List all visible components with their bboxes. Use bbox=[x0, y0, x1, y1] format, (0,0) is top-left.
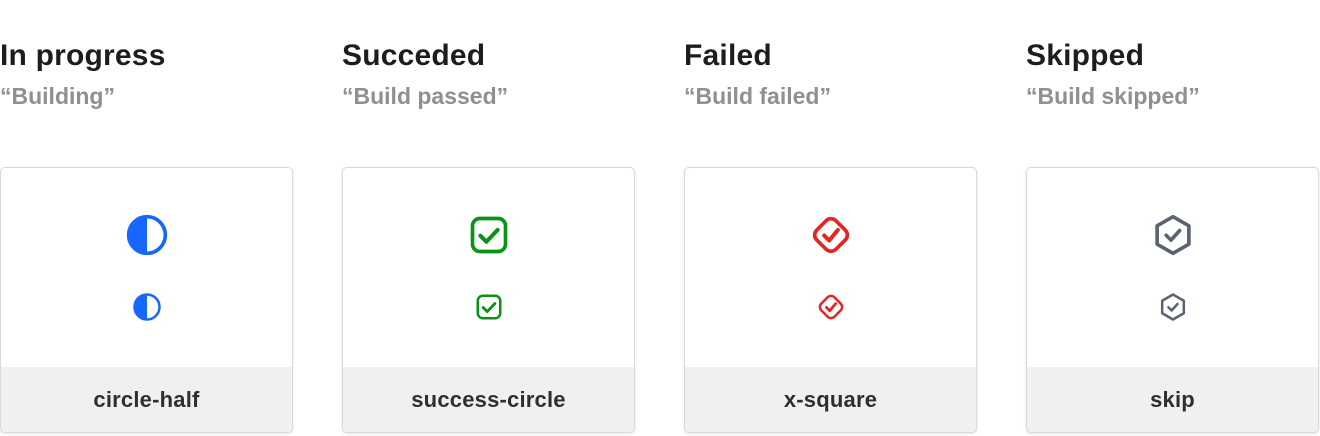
icon-name-label: skip bbox=[1027, 367, 1318, 432]
icon-name-label: circle-half bbox=[1, 367, 292, 432]
check-square-small-icon bbox=[474, 292, 504, 322]
check-hexagon-small-icon bbox=[1158, 292, 1188, 322]
column-title: Succeded bbox=[342, 39, 486, 72]
icon-card: success-circle bbox=[342, 167, 635, 433]
icon-card-body bbox=[685, 168, 976, 367]
column-title: Failed bbox=[684, 39, 772, 72]
column-title: Skipped bbox=[1026, 39, 1145, 72]
icon-card-body bbox=[343, 168, 634, 367]
column-in-progress: In progress “Building” circle-half bbox=[0, 0, 293, 433]
icon-name-label: x-square bbox=[685, 367, 976, 432]
circle-half-small-icon bbox=[132, 292, 162, 322]
column-skipped: Skipped “Build skipped” skip bbox=[1026, 0, 1319, 433]
check-square-large-icon bbox=[467, 213, 511, 257]
column-succeeded: Succeded “Build passed” success-circle bbox=[342, 0, 635, 433]
column-subtitle: “Build failed” bbox=[684, 83, 831, 109]
icon-card-body bbox=[1, 168, 292, 367]
circle-half-large-icon bbox=[125, 213, 169, 257]
column-subtitle: “Building” bbox=[0, 83, 115, 109]
icon-card: x-square bbox=[684, 167, 977, 433]
column-failed: Failed “Build failed” x-square bbox=[684, 0, 977, 433]
check-hexagon-large-icon bbox=[1151, 213, 1195, 257]
check-diamond-large-icon bbox=[809, 213, 853, 257]
icon-card: circle-half bbox=[0, 167, 293, 433]
column-subtitle: “Build passed” bbox=[342, 83, 509, 109]
column-title: In progress bbox=[0, 39, 166, 72]
check-diamond-small-icon bbox=[816, 292, 846, 322]
column-subtitle: “Build skipped” bbox=[1026, 83, 1200, 109]
icon-name-label: success-circle bbox=[343, 367, 634, 432]
icon-card-body bbox=[1027, 168, 1318, 367]
icon-card: skip bbox=[1026, 167, 1319, 433]
